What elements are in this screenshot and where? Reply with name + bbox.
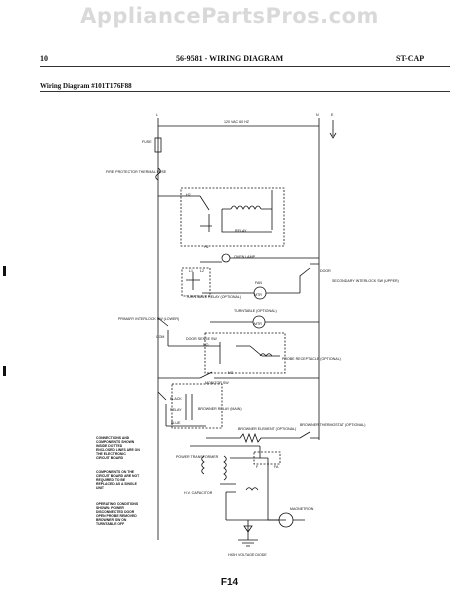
relay-coil [230, 205, 262, 210]
note-2: COMPONENTS ON THE CIRCUIT BOARD ARE NOT … [96, 470, 139, 490]
label-probe-receptacle: PROBE RECEPTACLE (OPTIONAL) [282, 357, 341, 361]
label-f: F [256, 465, 259, 469]
label-blue: BLUE [171, 421, 181, 425]
label-oven-lamp: OVEN LAMP [234, 255, 256, 259]
label-power-transformer: POWER TRANSFORMER [176, 455, 219, 459]
label-hv-capacitor: H.V. CAPACITOR [184, 491, 213, 495]
label-door-sense: DOOR SENSE SW [186, 337, 217, 341]
label-no: NO [203, 343, 209, 347]
turntable-relay-box [181, 267, 211, 297]
turntable-relay-contact [186, 272, 200, 290]
page-title: 56-9581 - WIRING DIAGRAM [176, 54, 284, 63]
label-l1: L1 [189, 269, 193, 273]
label-browner-relay: BROWNER RELAY (MAIN) [198, 407, 242, 411]
label-browner-element: BROWNER ELEMENT (OPTIONAL) [238, 427, 296, 431]
label-com: COM [156, 335, 164, 339]
model-code: ST-CAP [396, 54, 425, 63]
label-relay: RELAY [235, 229, 247, 233]
label-thermal-fuse: FIRE PROTECTOR THERMAL FUSE [106, 170, 167, 174]
label-fa: FA [274, 465, 279, 469]
label-turntable-mtr: MTR [254, 322, 262, 326]
label-fuse: FUSE [142, 140, 152, 144]
label-primary-interlock: PRIMARY INTERLOCK SW (LOWER) [118, 317, 179, 321]
label-magnetron: MAGNETRON [290, 507, 314, 511]
subtitle-rule [40, 91, 450, 92]
hv-capacitor-wires [220, 483, 286, 521]
margin-mark-left [3, 266, 6, 276]
label-n: N [316, 113, 319, 117]
label-black: BLACK [170, 397, 182, 401]
relay-board [180, 187, 285, 247]
note-1: CONNECTIONS AND COMPONENTS SHOWN INSIDE … [96, 436, 140, 460]
diagram-subtitle: Wiring Diagram #101T176F88 [40, 82, 132, 90]
lamp-wires [200, 257, 319, 263]
black-relay-contact [157, 391, 206, 427]
oven-lamp-symbol [221, 253, 231, 263]
probe-coil [259, 353, 273, 357]
note-3: OPERATING CONDITIONS SHOWN: POWER DISCON… [96, 502, 138, 526]
label-door: DOOR [320, 269, 331, 273]
label-fan: FAN [255, 281, 262, 285]
label-h2: H2 [186, 193, 191, 197]
label-turntable: TURNTABLE (OPTIONAL) [234, 309, 277, 313]
label-monitor-sw: MONITOR SW [205, 381, 229, 385]
hv-diode-symbol [243, 520, 253, 540]
page-footer: F14 [220, 577, 239, 588]
page-number: 10 [40, 54, 48, 63]
transformer-primary [201, 455, 205, 475]
ground-arrow [329, 120, 337, 139]
watermark: AppliancePartsPros.com [80, 4, 379, 28]
hv-capacitor-coil [245, 487, 259, 491]
probe-board [204, 332, 286, 374]
fuse-symbol [154, 137, 162, 153]
monitor-switch [158, 371, 319, 379]
label-h1: H1 [204, 245, 209, 249]
label-browner-thermostat: BROWNER THERMOSTAT (OPTIONAL) [300, 423, 365, 427]
transformer-secondary [223, 455, 227, 481]
relay-contact [158, 195, 212, 232]
label-secondary-interlock: SECONDARY INTERLOCK SW (UPPER) [332, 279, 399, 283]
margin-mark-left-2 [3, 366, 6, 376]
label-l: L [156, 113, 158, 117]
fan-wires [202, 263, 319, 294]
chassis-ground [238, 539, 258, 547]
label-relay-2: RELAY [170, 408, 182, 412]
browner-relay-box [171, 383, 223, 429]
primary-interlock-contact [157, 317, 183, 347]
magnetron-wires [267, 458, 305, 521]
label-supply: 120 VAC 60 HZ [224, 120, 250, 124]
browner-relay-coil [185, 394, 193, 420]
transformer-secondary-wire [230, 446, 268, 459]
browner-element [206, 431, 319, 444]
label-ground: E [331, 113, 334, 117]
label-nc: NC [228, 371, 234, 375]
filament-terminal [253, 451, 281, 465]
label-hv-diode: HIGH VOLTAGE DIODE [228, 553, 267, 557]
label-turntable-relay: TURNTABLE RELAY (OPTIONAL) [186, 295, 241, 299]
door-sense-wires [183, 342, 280, 364]
relay-wires [221, 190, 273, 233]
label-l2: L2 [200, 269, 204, 273]
header-rule [40, 66, 450, 67]
thermal-fuse-symbol [155, 167, 161, 181]
label-fan-mtr: MTR [254, 293, 262, 297]
